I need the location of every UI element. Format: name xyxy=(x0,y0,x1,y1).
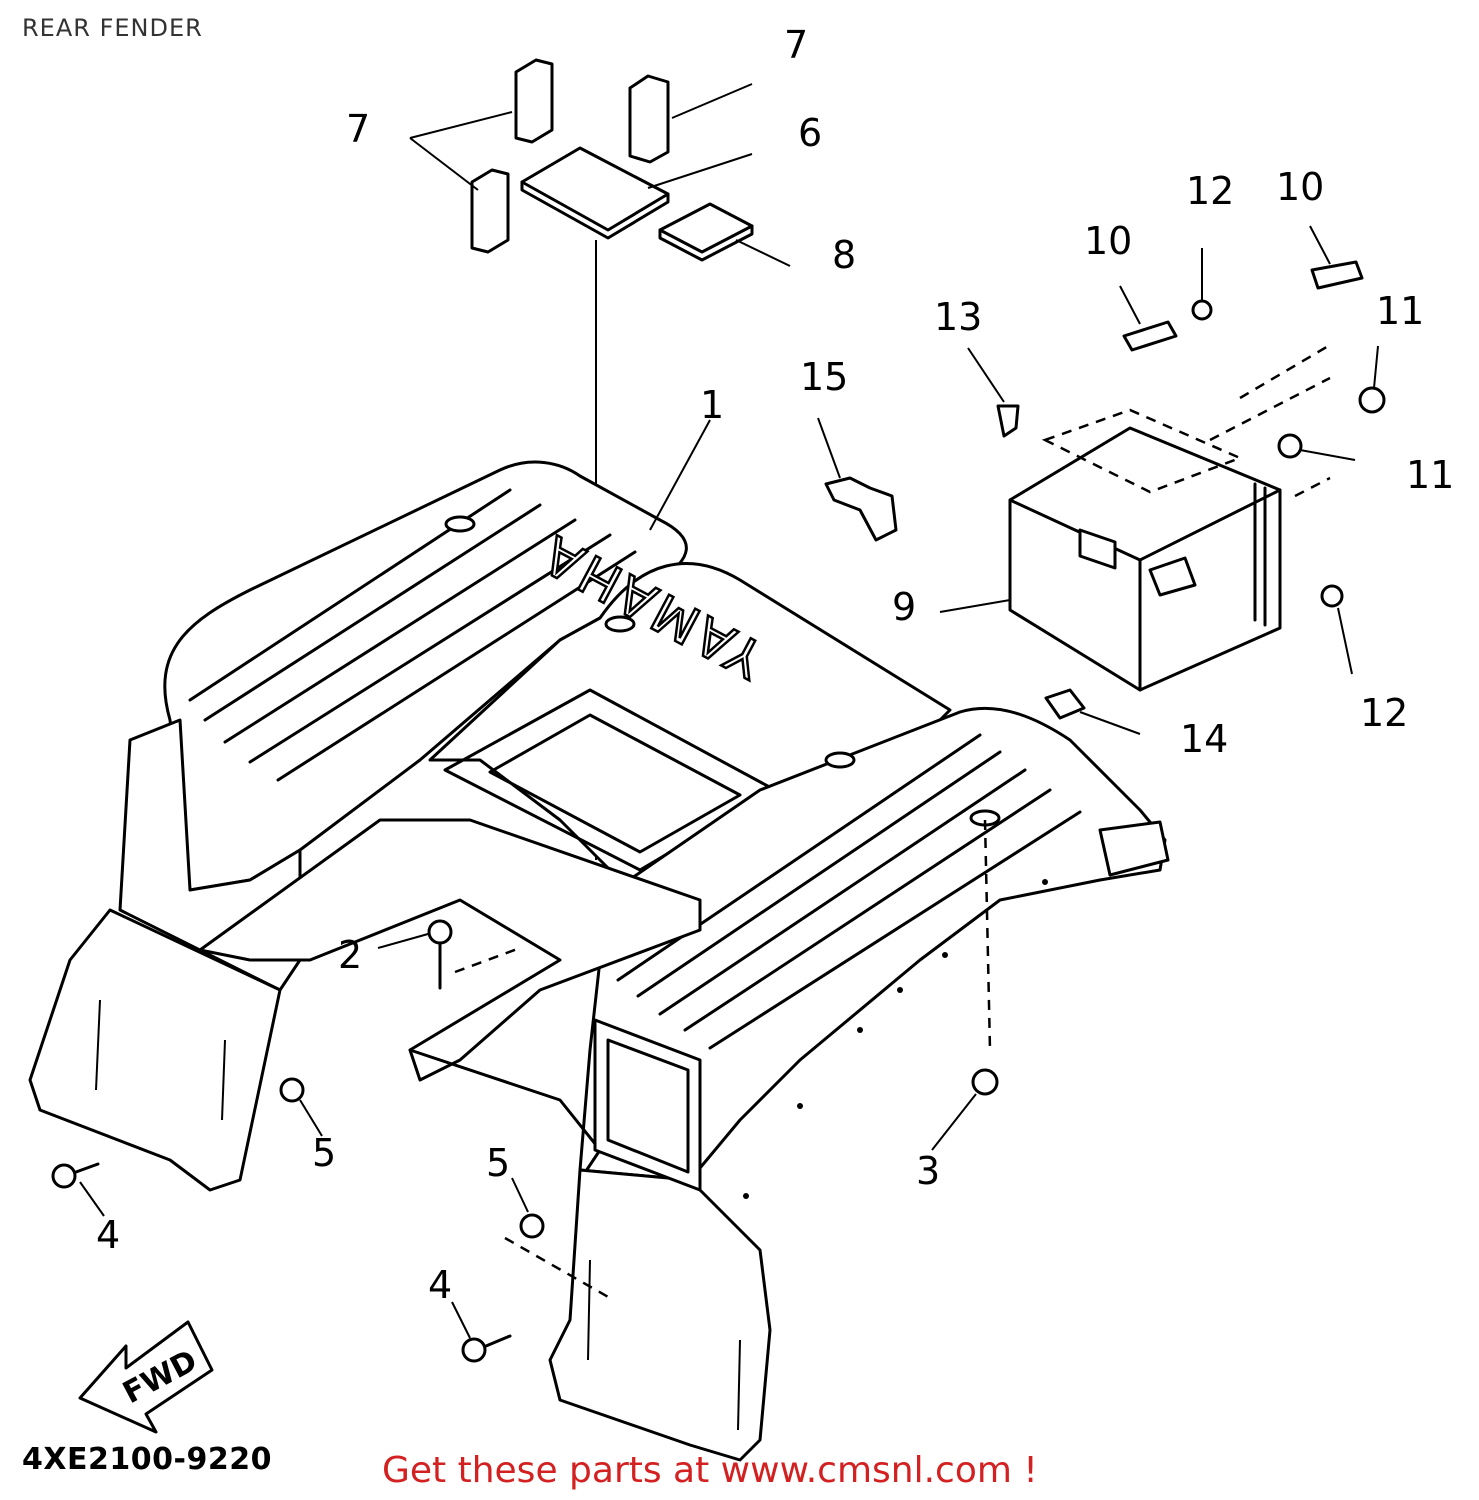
callout-12-top: 12 xyxy=(1186,169,1234,213)
fastener-screws xyxy=(51,260,1386,1363)
callout-10-left: 10 xyxy=(1084,219,1132,263)
callout-4-center: 4 xyxy=(428,1263,452,1307)
callout-8: 8 xyxy=(832,233,856,277)
callout-5-center: 5 xyxy=(486,1141,510,1185)
callout-2: 2 xyxy=(338,933,362,977)
callout-3: 3 xyxy=(916,1149,940,1193)
leader-lines xyxy=(79,225,1379,1339)
callout-1: 1 xyxy=(700,383,724,427)
callout-5-left: 5 xyxy=(312,1131,336,1175)
diagram-part-code: 4XE2100-9220 xyxy=(22,1442,272,1477)
footer-parts-link[interactable]: Get these parts at www.cmsnl.com ! xyxy=(382,1450,1038,1491)
callout-7-top: 7 xyxy=(784,23,808,67)
pad-part-6 xyxy=(520,146,670,240)
callout-10-right: 10 xyxy=(1276,165,1324,209)
rear-fender-body xyxy=(28,460,1170,1462)
pad-part-8 xyxy=(658,202,754,262)
callout-12-bottom: 12 xyxy=(1360,691,1408,735)
fwd-arrow-icon: FWD xyxy=(78,1320,214,1434)
pad-part-7-left xyxy=(470,58,670,254)
callout-6: 6 xyxy=(798,111,822,155)
callout-9: 9 xyxy=(892,585,916,629)
callout-14: 14 xyxy=(1180,717,1228,761)
callout-15: 15 xyxy=(800,355,848,399)
callout-13: 13 xyxy=(934,295,982,339)
page-title: REAR FENDER xyxy=(22,14,203,42)
callout-4-left: 4 xyxy=(96,1213,120,1257)
callout-11-bottom: 11 xyxy=(1406,453,1454,497)
battery-box xyxy=(1008,426,1282,692)
callout-11-top: 11 xyxy=(1376,289,1424,333)
callout-7-left: 7 xyxy=(346,107,370,151)
